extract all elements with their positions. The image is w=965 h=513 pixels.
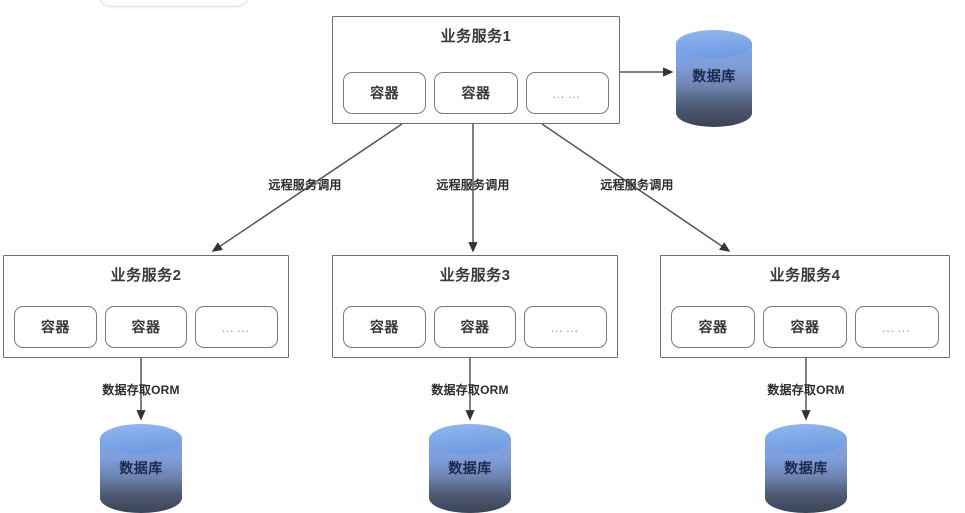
database-cylinder-left xyxy=(100,424,182,513)
database-cylinder-right xyxy=(765,424,847,513)
database-node-middle[interactable]: 数据库 xyxy=(429,424,511,513)
database-label: 数据库 xyxy=(784,459,828,476)
service-2-container-row: 容器 容器 …… xyxy=(14,306,279,348)
container-chip-ellipsis[interactable]: …… xyxy=(525,72,609,114)
service-box-1[interactable]: 业务服务1 容器 容器 …… xyxy=(332,16,620,124)
container-chip[interactable]: 容器 xyxy=(433,306,517,348)
service-1-title: 业务服务1 xyxy=(440,28,512,45)
database-label: 数据库 xyxy=(692,67,736,84)
database-label: 数据库 xyxy=(119,459,163,476)
service-box-2[interactable]: 业务服务2 容器 容器 …… xyxy=(3,255,289,358)
service-1-container-row: 容器 容器 …… xyxy=(343,72,609,114)
container-chip-ellipsis[interactable]: …… xyxy=(195,306,279,348)
database-cylinder-middle xyxy=(429,424,511,513)
edge-label-remote-call-1: 远程服务调用 xyxy=(268,178,342,192)
database-label: 数据库 xyxy=(448,459,492,476)
container-chip[interactable]: 容器 xyxy=(671,306,755,348)
service-4-title: 业务服务4 xyxy=(769,267,841,284)
database-cylinder-top xyxy=(676,30,752,127)
service-2-title: 业务服务2 xyxy=(110,267,182,284)
container-chip[interactable]: 容器 xyxy=(343,306,426,348)
edge-label-remote-call-3: 远程服务调用 xyxy=(600,178,674,192)
container-chip[interactable]: 容器 xyxy=(14,306,97,348)
container-chip[interactable]: 容器 xyxy=(343,72,427,114)
container-chip[interactable]: 容器 xyxy=(763,306,847,348)
service-box-4[interactable]: 业务服务4 容器 容器 …… xyxy=(660,255,950,358)
database-node-right[interactable]: 数据库 xyxy=(765,424,847,513)
container-chip[interactable]: 容器 xyxy=(104,306,188,348)
service-4-container-row: 容器 容器 …… xyxy=(671,306,939,348)
container-chip-ellipsis[interactable]: …… xyxy=(524,306,608,348)
service-3-title: 业务服务3 xyxy=(439,267,511,284)
container-chip-ellipsis[interactable]: …… xyxy=(855,306,939,348)
edge-label-orm-1: 数据存取ORM xyxy=(102,383,180,397)
edge-label-orm-2: 数据存取ORM xyxy=(431,383,509,397)
edge-service1-to-service2 xyxy=(211,123,403,252)
edge-label-orm-3: 数据存取ORM xyxy=(767,383,845,397)
edge-label-remote-call-2: 远程服务调用 xyxy=(436,178,510,192)
edge-service1-to-service4 xyxy=(541,123,731,252)
database-node-left[interactable]: 数据库 xyxy=(100,424,182,513)
service-3-container-row: 容器 容器 …… xyxy=(343,306,608,348)
database-node-top[interactable]: 数据库 xyxy=(676,26,752,131)
container-chip[interactable]: 容器 xyxy=(434,72,518,114)
service-box-3[interactable]: 业务服务3 容器 容器 …… xyxy=(332,255,618,358)
